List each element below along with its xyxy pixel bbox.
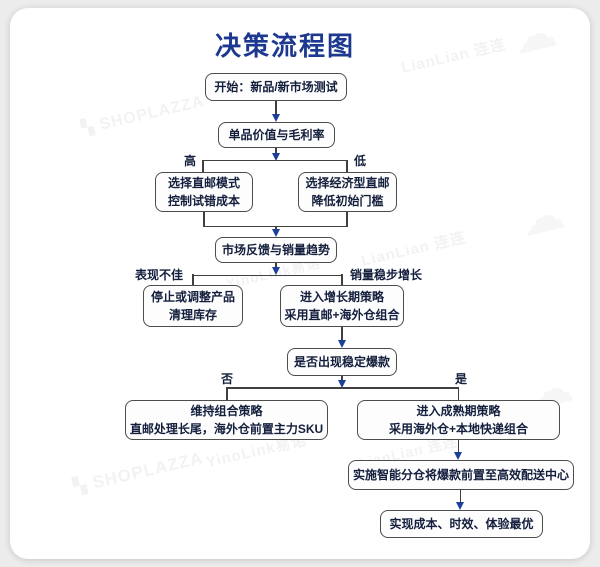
node-market-feedback: 市场反馈与销量趋势	[215, 237, 337, 263]
node-stable-hit: 是否出现稳定爆款	[287, 348, 397, 376]
branch-drop-no	[226, 387, 228, 400]
arrowhead-icon	[271, 153, 280, 161]
branch-drop-poor	[192, 274, 194, 285]
merge-right-line	[346, 212, 348, 227]
branch-drop-low	[346, 160, 348, 172]
split-line-hit	[227, 387, 459, 389]
branch-drop-steady	[341, 274, 343, 285]
node-direct-mail: 选择直邮模式 控制试错成本	[155, 172, 253, 212]
connector-split-optimal	[460, 490, 462, 503]
branch-drop-high	[202, 160, 204, 172]
connector-mature-split	[458, 440, 460, 453]
arrowhead-icon	[271, 267, 280, 275]
branch-label-steady: 销量稳步增长	[350, 268, 423, 282]
split-line-price	[203, 160, 348, 162]
arrowhead-icon	[337, 380, 346, 388]
page-title: 决策流程图	[214, 31, 355, 61]
connector-growth-hit	[341, 327, 343, 341]
node-smart-split: 实施智能分仓将爆款前置至高效配送中心	[348, 460, 574, 490]
node-maintain-combo: 维持组合策略 直邮处理长尾，海外仓前置主力SKU	[125, 400, 328, 440]
node-unit-value: 单品价值与毛利率	[218, 122, 335, 148]
node-mature-strategy: 进入成熟期策略 采用海外仓+本地快递组合	[357, 400, 560, 440]
arrowhead-icon	[454, 452, 463, 460]
branch-label-low: 低	[354, 154, 367, 168]
split-line-feedback	[193, 274, 342, 276]
arrowhead-icon	[271, 114, 280, 122]
branch-drop-yes	[458, 387, 460, 400]
branch-label-no: 否	[220, 372, 233, 386]
node-growth-strategy: 进入增长期策略 采用直邮+海外仓组合	[280, 285, 404, 327]
arrowhead-icon	[337, 340, 346, 348]
branch-label-yes: 是	[454, 372, 467, 386]
connector-hit-split	[341, 376, 343, 381]
node-optimal-result: 实现成本、时效、体验最优	[380, 510, 543, 538]
merge-horizontal-line	[203, 226, 348, 228]
node-start: 开始：新品/新市场测试	[205, 73, 347, 101]
connector-start-value	[275, 101, 277, 115]
merge-left-line	[203, 212, 205, 227]
node-economy-mail: 选择经济型直邮 降低初始门槛	[298, 172, 397, 212]
connector-market-split	[275, 263, 277, 268]
branch-label-poor: 表现不佳	[134, 268, 183, 282]
node-stop-adjust: 停止或调整产品 清理库存	[143, 285, 243, 327]
arrowhead-icon	[456, 502, 465, 510]
branch-label-high: 高	[183, 154, 196, 168]
connector-value-split	[275, 148, 277, 154]
arrowhead-icon	[271, 229, 280, 237]
